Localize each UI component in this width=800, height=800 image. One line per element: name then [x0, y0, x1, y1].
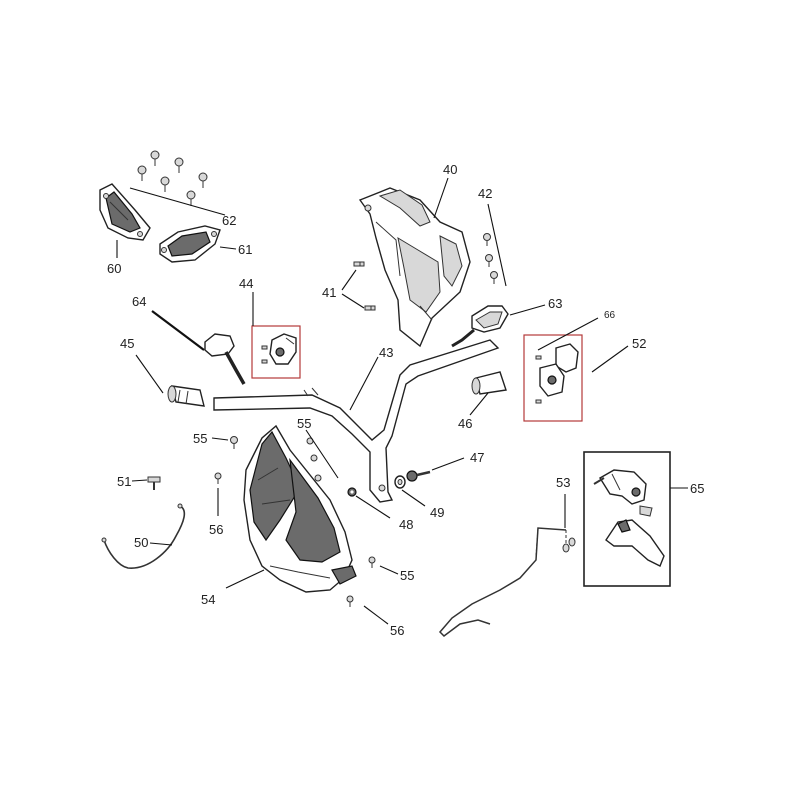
label-66: 66	[604, 310, 616, 321]
leader-50	[149, 542, 173, 546]
label-65: 65	[690, 481, 704, 496]
label-43: 43	[379, 345, 393, 360]
part-box-52	[523, 334, 583, 422]
nut-48	[347, 487, 357, 497]
screw-icon	[214, 472, 222, 484]
screw-group-41	[353, 261, 376, 311]
label-55c: 55	[400, 568, 414, 583]
label-52: 52	[632, 336, 646, 351]
screw-icon	[186, 190, 196, 206]
label-56b: 56	[390, 623, 404, 638]
leader-63	[509, 304, 546, 316]
screw-icon	[198, 172, 208, 188]
spacer-49	[394, 475, 406, 489]
label-48: 48	[399, 517, 413, 532]
screw-icon	[483, 233, 491, 246]
leader-55c	[379, 565, 399, 575]
switch-assembly-52	[535, 343, 579, 404]
part-box-44	[251, 325, 301, 379]
screw-icon	[174, 157, 184, 173]
screw-group-55b	[306, 437, 322, 482]
screw-group-62	[137, 150, 208, 206]
hand-guard-60	[99, 183, 151, 241]
label-64: 64	[132, 294, 146, 309]
cable-50	[101, 503, 186, 569]
bolt-47	[406, 470, 431, 482]
label-45: 45	[120, 336, 134, 351]
leader-47	[431, 457, 465, 471]
label-61: 61	[238, 242, 252, 257]
label-55a: 55	[193, 431, 207, 446]
leader-64	[151, 310, 205, 351]
label-51: 51	[117, 474, 131, 489]
leader-66	[537, 317, 599, 351]
leader-43	[349, 356, 379, 411]
label-44: 44	[239, 276, 253, 291]
leader-41a	[341, 269, 357, 291]
label-50: 50	[134, 535, 148, 550]
switch-assembly-44	[261, 333, 297, 365]
grip-left-45	[167, 385, 205, 407]
screw-icon	[160, 176, 170, 192]
leader-49	[401, 489, 426, 507]
screw-icon	[368, 556, 376, 568]
screw-51	[147, 476, 161, 490]
leader-41b	[341, 293, 365, 309]
leader-51	[131, 479, 148, 482]
leader-62	[129, 187, 226, 216]
leader-52	[591, 345, 629, 373]
label-60: 60	[107, 261, 121, 276]
screw-icon	[314, 474, 322, 482]
handlebar-43	[213, 339, 500, 503]
mirror-right-63	[451, 305, 509, 348]
label-63: 63	[548, 296, 562, 311]
screw-group-42	[483, 233, 498, 284]
screw-icon	[364, 305, 376, 311]
leader-46	[469, 392, 489, 416]
leader-48	[355, 495, 391, 519]
hand-guard-61	[159, 225, 221, 263]
label-62: 62	[222, 213, 236, 228]
leader-61	[219, 246, 237, 250]
leader-56b	[363, 605, 389, 625]
label-42: 42	[478, 186, 492, 201]
leader-54	[225, 569, 265, 589]
front-cover-40	[358, 187, 471, 348]
label-54: 54	[201, 592, 215, 607]
label-55b: 55	[297, 416, 311, 431]
screw-icon	[310, 454, 318, 462]
screw-icon	[353, 261, 365, 267]
screw-icon	[346, 595, 354, 607]
label-53: 53	[556, 475, 570, 490]
screw-icon	[490, 271, 498, 284]
label-56a: 56	[209, 522, 223, 537]
brake-cable-53	[438, 527, 576, 637]
leader-45	[135, 354, 164, 394]
mirror-left-64	[204, 333, 246, 385]
screw-icon	[230, 436, 238, 449]
screw-icon	[137, 165, 147, 181]
headlight-cover-54	[243, 424, 357, 593]
leader-55a	[211, 437, 229, 441]
label-46: 46	[458, 416, 472, 431]
leader-55b	[305, 429, 339, 479]
label-47: 47	[470, 450, 484, 465]
screw-icon	[150, 150, 160, 166]
leader-40	[433, 177, 449, 219]
grip-right-46	[471, 371, 507, 395]
leader-42	[487, 203, 507, 287]
part-box-65	[583, 451, 671, 587]
label-40: 40	[443, 162, 457, 177]
label-41: 41	[322, 285, 336, 300]
screw-icon	[485, 254, 493, 267]
label-49: 49	[430, 505, 444, 520]
brake-lever-assembly-65	[593, 469, 665, 567]
